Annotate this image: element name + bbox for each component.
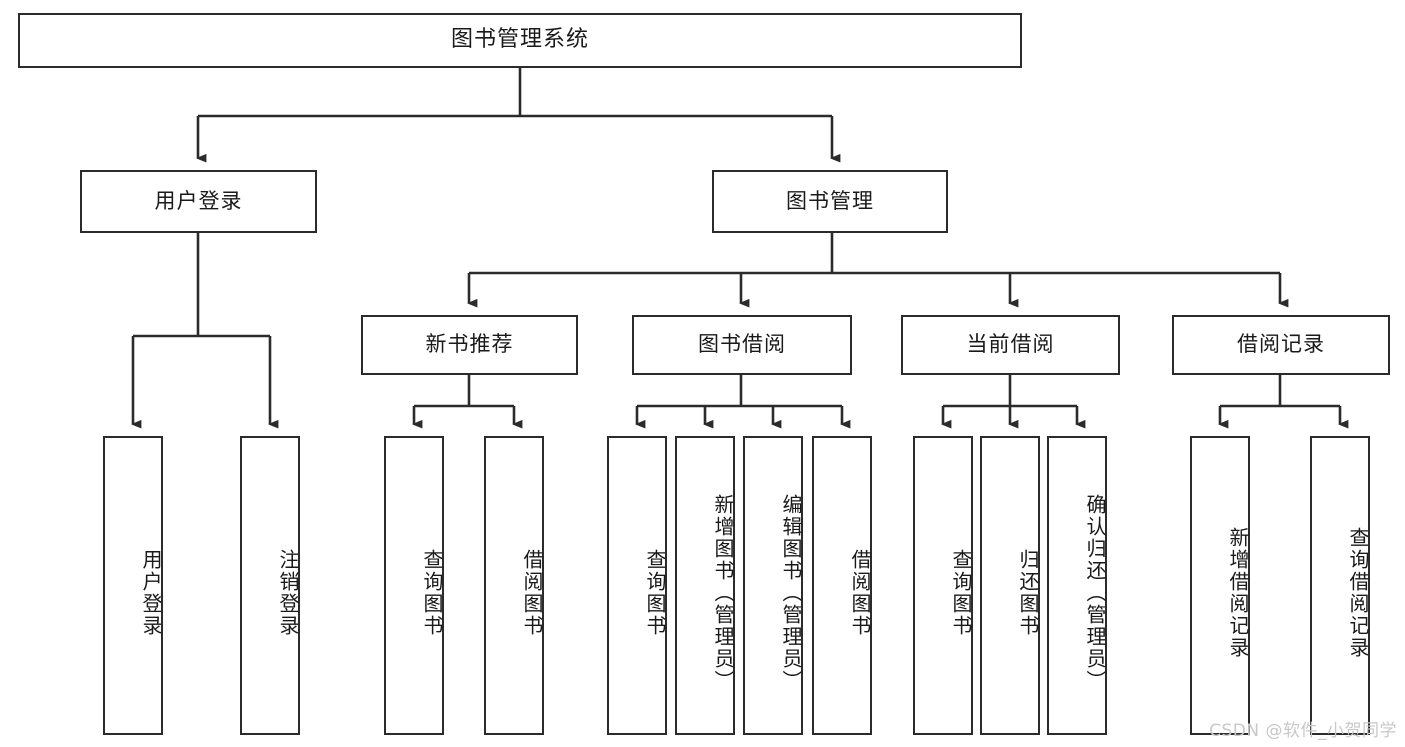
node-new-book-recommend[interactable]: 新书推荐 bbox=[361, 315, 578, 375]
node-current-borrow[interactable]: 当前借阅 bbox=[901, 315, 1120, 375]
node-book-management[interactable]: 图书管理 bbox=[712, 170, 948, 233]
leaf-query-book-recommend[interactable]: 查询图书 bbox=[384, 436, 444, 735]
leaf-confirm-return-admin[interactable]: 确认归还（管理员） bbox=[1047, 436, 1107, 735]
node-borrow-record[interactable]: 借阅记录 bbox=[1172, 315, 1390, 375]
leaf-query-borrow-record[interactable]: 查询借阅记录 bbox=[1310, 436, 1370, 735]
node-label: 图书管理 bbox=[786, 188, 874, 213]
node-label: 当前借阅 bbox=[966, 332, 1055, 357]
node-label: 借阅图书 bbox=[848, 548, 872, 637]
leaf-query-book-borrow[interactable]: 查询图书 bbox=[607, 436, 667, 735]
leaf-borrow-book[interactable]: 借阅图书 bbox=[812, 436, 872, 735]
leaf-add-book-admin[interactable]: 新增图书（管理员） bbox=[675, 436, 735, 735]
node-label: 借阅图书 bbox=[520, 548, 544, 637]
node-label: 图书管理系统 bbox=[450, 27, 589, 53]
node-label: 查询图书 bbox=[949, 548, 973, 637]
watermark-text: CSDN @软件_小贺同学 bbox=[1209, 721, 1397, 741]
node-label: 借阅记录 bbox=[1237, 332, 1325, 357]
node-label: 用户登录 bbox=[154, 188, 243, 213]
node-book-borrow[interactable]: 图书借阅 bbox=[632, 315, 852, 375]
node-label: 归还图书 bbox=[1016, 548, 1040, 637]
node-label: 图书借阅 bbox=[698, 332, 786, 357]
node-label: 编辑图书（管理员） bbox=[779, 493, 803, 692]
leaf-borrow-book-recommend[interactable]: 借阅图书 bbox=[484, 436, 544, 735]
node-label: 注销登录 bbox=[276, 548, 300, 637]
node-root-system[interactable]: 图书管理系统 bbox=[18, 13, 1022, 68]
node-label: 查询借阅记录 bbox=[1346, 526, 1370, 659]
leaf-edit-book-admin[interactable]: 编辑图书（管理员） bbox=[743, 436, 803, 735]
node-label: 确认归还（管理员） bbox=[1083, 493, 1107, 692]
leaf-query-book-current[interactable]: 查询图书 bbox=[913, 436, 973, 735]
leaf-return-book[interactable]: 归还图书 bbox=[980, 436, 1040, 735]
node-label: 查询图书 bbox=[420, 548, 444, 637]
node-label: 查询图书 bbox=[643, 548, 667, 637]
leaf-add-borrow-record[interactable]: 新增借阅记录 bbox=[1190, 436, 1250, 735]
node-label: 用户登录 bbox=[139, 548, 163, 637]
node-user-login[interactable]: 用户登录 bbox=[80, 170, 317, 233]
node-label: 新书推荐 bbox=[425, 332, 514, 357]
leaf-logout[interactable]: 注销登录 bbox=[240, 436, 300, 735]
node-label: 新增借阅记录 bbox=[1226, 526, 1250, 659]
leaf-user-login[interactable]: 用户登录 bbox=[103, 436, 163, 735]
node-label: 新增图书（管理员） bbox=[711, 493, 735, 692]
